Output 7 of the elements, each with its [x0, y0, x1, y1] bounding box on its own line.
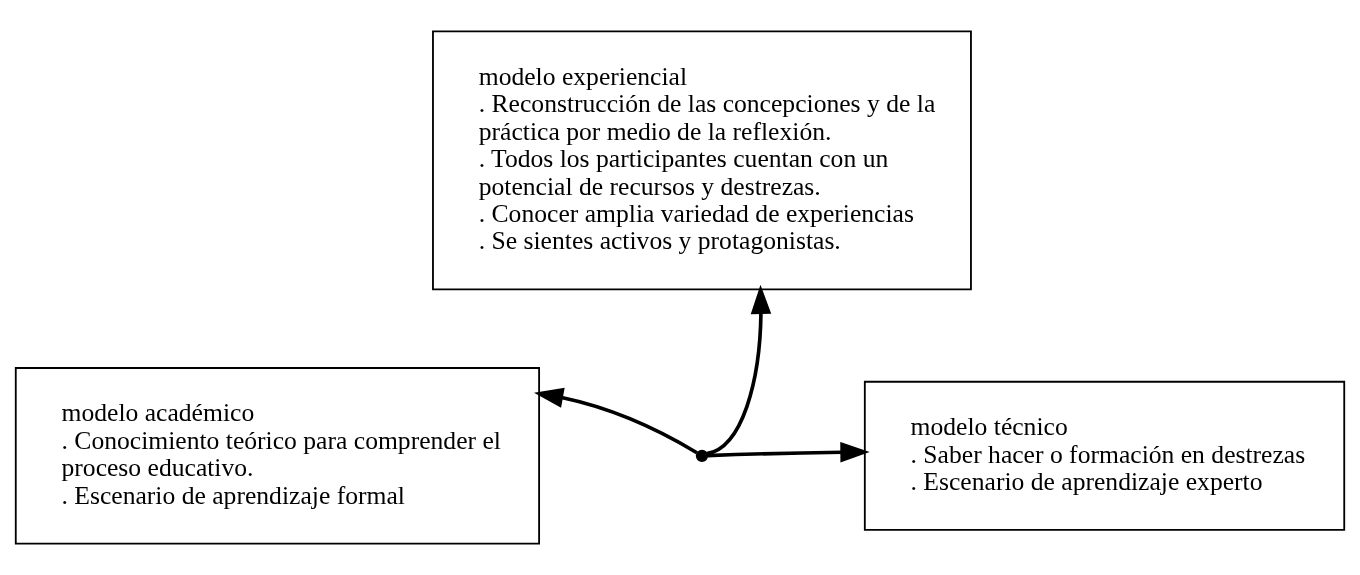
node-point [695, 449, 709, 463]
arrow [706, 284, 772, 456]
arrow [534, 387, 698, 455]
node-box: modelo experiencial . Reconstrucción de las concepciones y de la práctica por medio de la reflexión. . Todos los participantes cuentan con un potencial de recursos y destrezas. . Conocer amplia variedad de experiencias . Se sientes activos y protagonistas. [432, 30, 972, 291]
arrow [707, 442, 870, 463]
node-box: modelo académico . Conocimiento teórico para comprender el proceso educativo. . Escenario de aprendizaje formal [14, 367, 540, 545]
node-box: modelo técnico . Saber hacer o formación en destrezas . Escenario de aprendizaje experto [863, 380, 1346, 531]
